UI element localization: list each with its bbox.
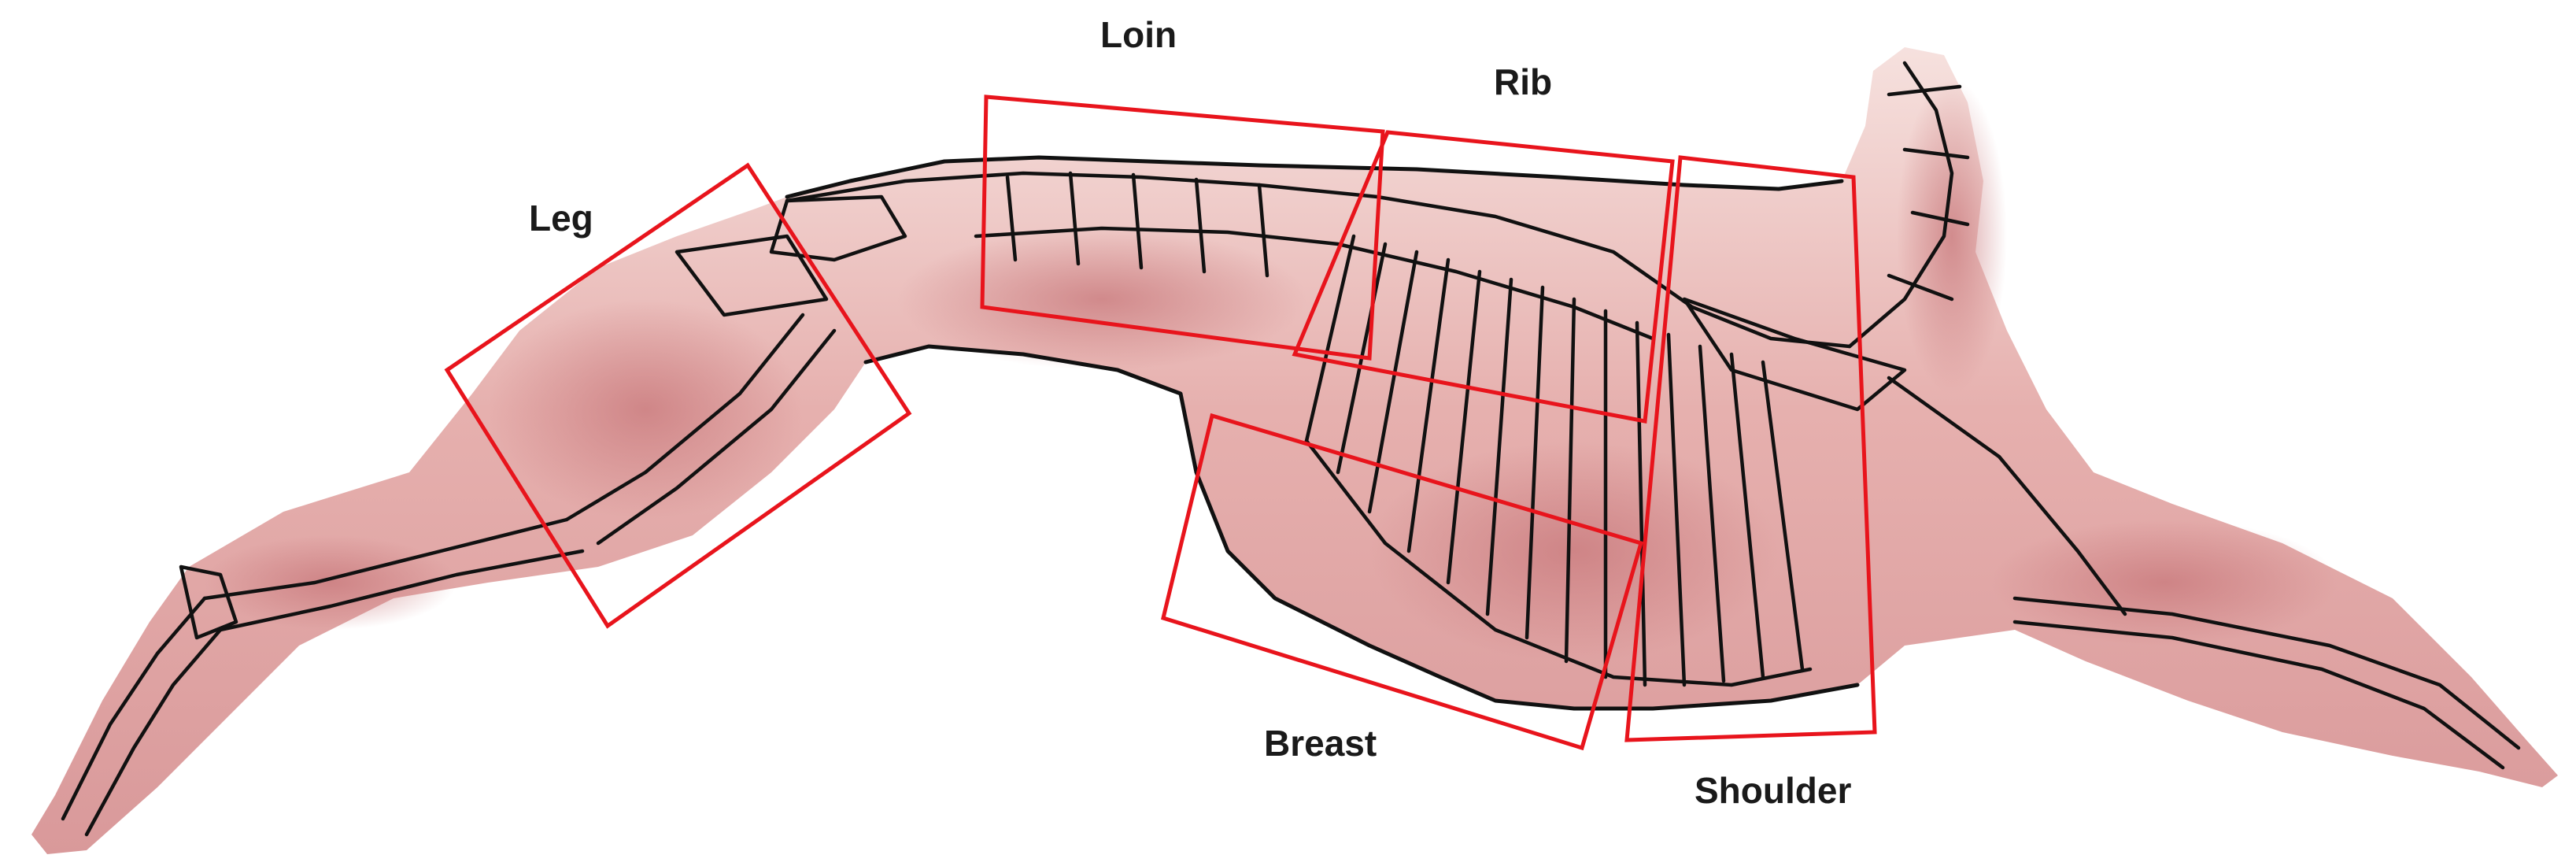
loin-label: Loin: [1100, 14, 1177, 55]
neck-segment: [1902, 147, 1970, 160]
neck-segment: [1887, 273, 1954, 302]
breast-cut-box: [1161, 413, 1644, 751]
scapula: [1682, 297, 1907, 412]
tibia: [202, 517, 569, 601]
rib: [1304, 234, 1356, 443]
region-labels: Leg Loin Rib Breast Shoulder: [529, 14, 1851, 811]
femur-back: [596, 328, 837, 546]
rib: [1666, 332, 1687, 687]
rib: [1635, 320, 1647, 687]
leg-label: Leg: [529, 198, 593, 239]
rib: [1485, 277, 1513, 616]
muscle-patch: [488, 299, 803, 520]
rib: [1761, 360, 1805, 672]
hock-joint: [179, 564, 238, 640]
neck-vertebrae: [1847, 61, 1954, 349]
rib-cut-box: [1292, 130, 1675, 424]
foreleg-radius-lower: [2012, 620, 2505, 770]
pelvis: [769, 194, 907, 262]
cut-boxes: [444, 94, 1877, 751]
lumbar-process: [1005, 175, 1018, 262]
foreleg-radius: [2012, 596, 2521, 750]
shoulder-label: Shoulder: [1695, 770, 1851, 811]
lumbar-process: [1194, 177, 1207, 274]
rib: [1406, 257, 1451, 553]
lumbar-process: [1131, 172, 1144, 270]
lumbar-process: [1257, 183, 1270, 278]
metatarsal: [61, 596, 207, 821]
rib: [1698, 344, 1726, 683]
pelvis-ilium: [674, 234, 829, 317]
shoulder-cut-box: [1624, 155, 1877, 742]
loin-cut-box: [980, 94, 1385, 361]
foreleg-humerus: [1887, 376, 2127, 616]
neck-segment: [1887, 84, 1962, 97]
leg-cut-box: [444, 162, 912, 629]
neck-segment: [1910, 210, 1970, 227]
muscle-patch: [205, 535, 456, 630]
belly-outline: [863, 344, 1860, 711]
sternum: [1304, 439, 1813, 687]
rib-label: Rib: [1494, 61, 1552, 102]
muscle-patch: [1897, 79, 2007, 394]
muscle-patch: [1991, 520, 2338, 646]
breast-label: Breast: [1264, 723, 1377, 764]
rib: [1446, 269, 1482, 585]
lumbar-process: [1068, 171, 1081, 266]
rib: [1729, 352, 1765, 679]
muscle-patch: [1369, 441, 1779, 661]
rib: [1367, 250, 1419, 514]
metatarsal-back: [84, 627, 223, 837]
tibia-back: [218, 549, 585, 632]
rib: [1564, 297, 1576, 664]
rib: [1525, 285, 1545, 640]
back-outline: [785, 155, 1844, 199]
femur: [564, 313, 805, 522]
